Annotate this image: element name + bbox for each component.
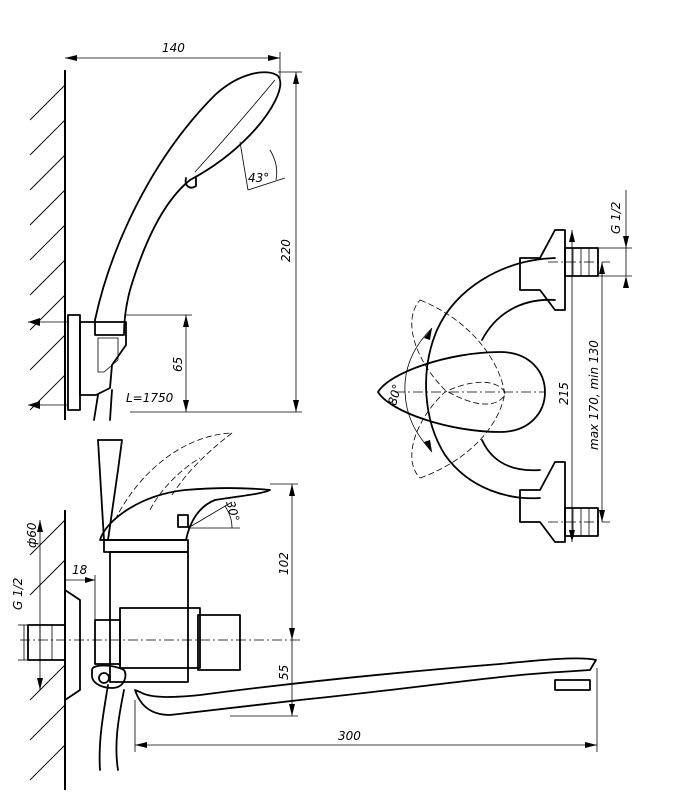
label-holder-height: 65 [171, 357, 185, 372]
top-view-lower-connector [519, 461, 599, 543]
label-thread-left: G 1/2 [11, 578, 25, 610]
mixer-hose [97, 439, 125, 771]
dim-holder-height: 65 [126, 314, 192, 412]
label-hose-length: L=1750 [126, 391, 174, 405]
label-body-height: 102 [277, 552, 291, 575]
label-head-angle: 43° [248, 171, 269, 185]
label-thread-right: G 1/2 [609, 202, 623, 234]
label-spout-height: 55 [277, 665, 291, 680]
dim-spout-reach: 300 [134, 668, 598, 752]
dim-swivel-angle: 80° [385, 327, 433, 453]
label-lever-angle: 30° [223, 499, 242, 523]
mixer-spout [134, 657, 597, 716]
dim-shower-width: 140 [65, 41, 281, 80]
mixer-body [91, 539, 241, 689]
dim-thread-left: G 1/2 [11, 578, 28, 661]
label-flange-diameter: ф60 [25, 522, 39, 548]
top-view-upper-connector [519, 229, 599, 311]
mixer-lever [99, 487, 271, 541]
label-swivel-angle: 80° [385, 383, 404, 407]
shower-hose [93, 389, 113, 421]
top-view-lever-swing [395, 299, 545, 479]
label-body-width: 215 [557, 382, 571, 405]
mixer-lever-raised [114, 432, 233, 521]
dim-body-height: 102 [270, 483, 298, 640]
dim-head-angle: 43° [239, 141, 286, 191]
shower-head [94, 71, 282, 336]
dim-thread-right: G 1/2 [598, 190, 632, 288]
label-shower-height: 220 [279, 239, 293, 262]
dim-flange-diameter: ф60 [25, 520, 43, 690]
wall-upper [29, 70, 66, 420]
dim-lever-angle: 30° [187, 499, 242, 529]
dim-spout-height: 55 [230, 640, 298, 717]
dim-center-distance: max 170, min 130 [587, 262, 605, 522]
label-center-distance: max 170, min 130 [587, 340, 601, 450]
label-inlet-offset: 18 [72, 563, 88, 577]
wall-lower [29, 510, 66, 790]
mixer-inlet-flange [27, 589, 81, 701]
top-view-centerlines [548, 261, 610, 523]
top-view-body [425, 257, 556, 500]
shower-holder [28, 314, 127, 411]
dim-shower-height: 220 [130, 71, 302, 413]
label-spout-reach: 300 [338, 729, 361, 743]
dim-hose-length: L=1750 [126, 391, 174, 405]
dim-inlet-offset: 18 [65, 563, 96, 620]
dim-body-width: 215 [557, 230, 575, 542]
label-shower-width: 140 [162, 41, 185, 55]
